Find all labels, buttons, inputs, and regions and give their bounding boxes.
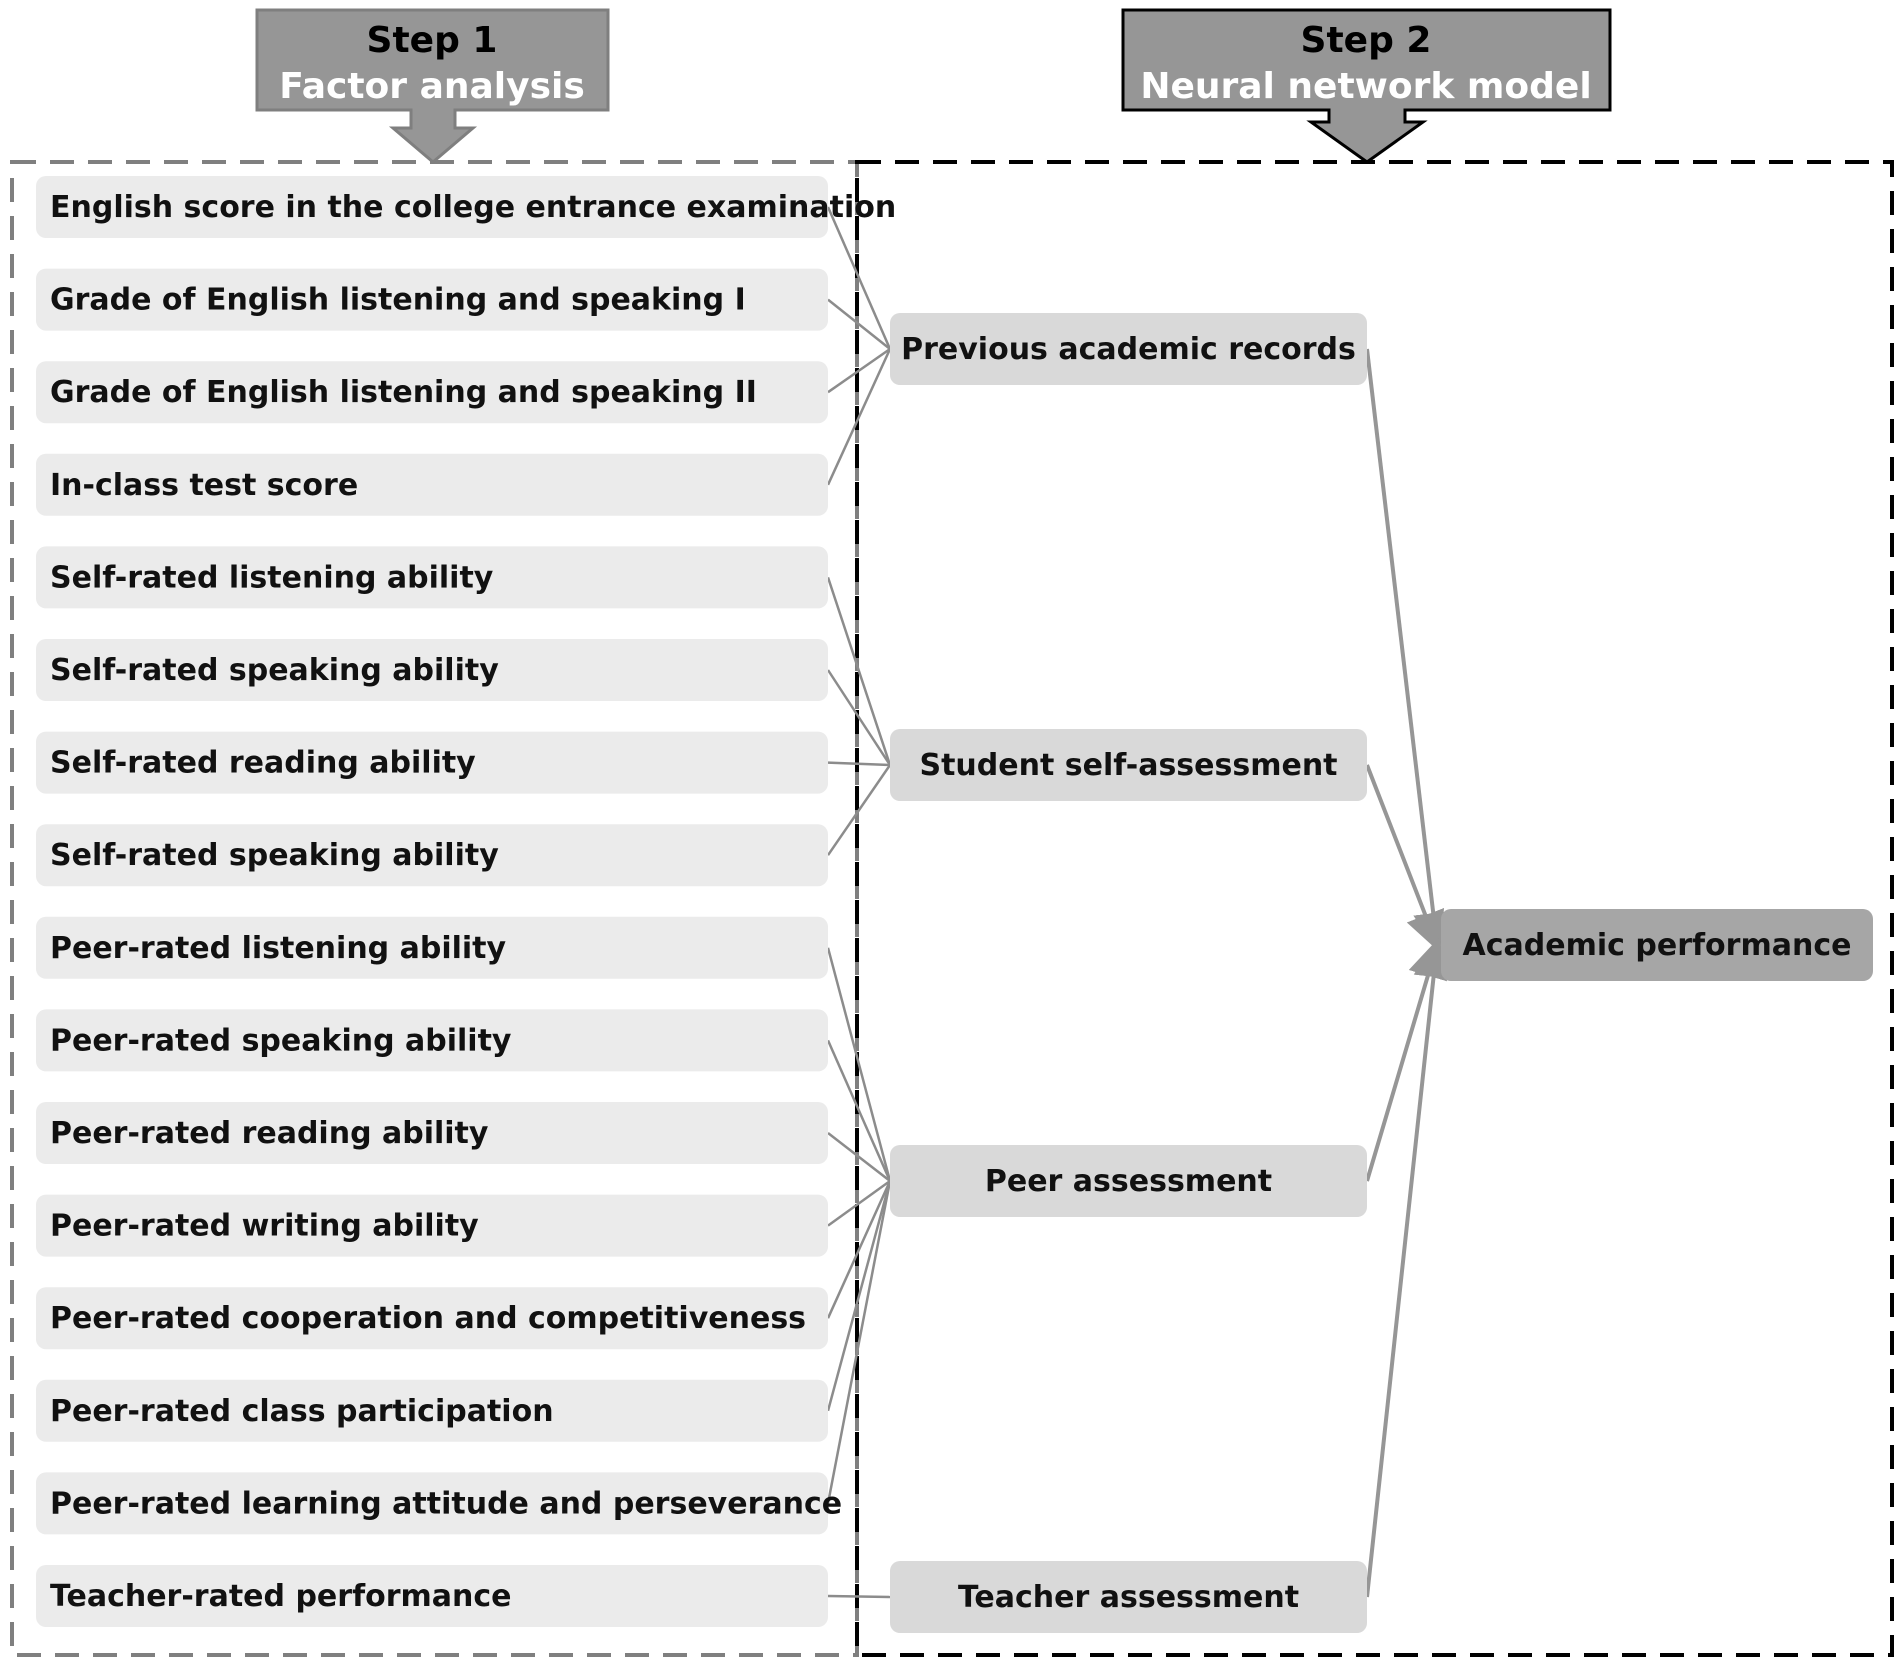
factor-label: Peer assessment <box>985 1164 1272 1199</box>
factor-box <box>890 313 1367 385</box>
indicator-item: Peer-rated class participation <box>36 1379 828 1442</box>
indicator-box <box>36 1565 828 1627</box>
indicator-factor-link <box>827 1179 891 1227</box>
indicator-item: Teacher-rated performance <box>36 1565 828 1627</box>
indicator-item: Peer-rated speaking ability <box>36 1009 828 1072</box>
indicator-label: Self-rated speaking ability <box>50 653 499 688</box>
factor-node: Peer assessment <box>890 1145 1367 1217</box>
indicator-box <box>36 361 828 424</box>
indicator-box <box>36 1009 828 1072</box>
indicator-label: Self-rated listening ability <box>50 560 494 595</box>
indicator-box <box>36 453 828 516</box>
factor-box <box>890 1145 1367 1217</box>
indicator-label: In-class test score <box>50 468 358 503</box>
indicator-box <box>36 731 828 794</box>
indicator-label: Peer-rated class participation <box>50 1394 554 1429</box>
factor-box <box>890 729 1367 801</box>
indicator-factor-link <box>826 669 892 766</box>
indicator-box <box>36 824 828 887</box>
indicator-label: Teacher-rated performance <box>50 1579 512 1614</box>
factor-output-arrow <box>1365 764 1445 953</box>
indicator-label: English score in the college entrance ex… <box>50 190 896 225</box>
indicator-item: In-class test score <box>36 453 828 516</box>
indicator-box <box>36 1379 828 1442</box>
step-1-arrow: Step 1 Factor analysis <box>255 8 610 164</box>
indicator-box <box>36 639 828 701</box>
step-2-subtitle: Neural network model <box>1140 66 1591 107</box>
indicator-label: Peer-rated learning attitude and perseve… <box>50 1486 842 1521</box>
indicator-label: Peer-rated cooperation and competitivene… <box>50 1301 806 1336</box>
indicator-factor-link <box>826 1180 892 1319</box>
factor-node: Teacher assessment <box>890 1561 1367 1633</box>
indicator-factor-link <box>827 1594 891 1599</box>
step-1-subtitle: Factor analysis <box>279 66 585 107</box>
indicator-label: Peer-rated reading ability <box>50 1116 489 1151</box>
factor-box <box>890 1561 1367 1633</box>
indicator-box <box>36 916 828 979</box>
indicator-item: English score in the college entrance ex… <box>36 176 896 238</box>
output-label: Academic performance <box>1463 928 1852 963</box>
step-2-title: Step 2 <box>1301 20 1432 61</box>
indicator-item: Peer-rated writing ability <box>36 1194 828 1257</box>
indicator-factor-link <box>826 1039 892 1182</box>
indicator-factor-link <box>826 348 892 486</box>
step-1-title: Step 1 <box>367 20 498 61</box>
output-box <box>1441 909 1873 981</box>
indicator-box <box>36 1102 828 1164</box>
indicator-item: Self-rated speaking ability <box>36 824 828 887</box>
factor-output-arrow <box>1365 348 1454 953</box>
factor-node: Previous academic records <box>890 313 1367 385</box>
factor-label: Teacher assessment <box>958 1580 1299 1615</box>
indicator-item: Grade of English listening and speaking … <box>36 268 828 331</box>
neural-network-region <box>855 160 1894 1657</box>
indicator-item: Peer-rated learning attitude and perseve… <box>36 1472 842 1535</box>
indicator-factor-link <box>827 347 891 394</box>
factor-output-arrow <box>1365 937 1448 1182</box>
indicator-factor-link <box>826 947 892 1182</box>
indicator-item: Peer-rated reading ability <box>36 1102 828 1164</box>
step-2-arrow: Step 2 Neural network model <box>1121 8 1612 164</box>
factor-label: Student self-assessment <box>919 748 1337 783</box>
factor-label: Previous academic records <box>901 332 1356 367</box>
factor-output-arrow <box>1365 937 1454 1598</box>
indicator-label: Self-rated reading ability <box>50 746 476 781</box>
indicator-box <box>36 1287 828 1350</box>
indicator-label: Peer-rated speaking ability <box>50 1023 512 1058</box>
indicator-label: Grade of English listening and speaking … <box>50 375 757 410</box>
indicator-factor-link <box>827 761 891 767</box>
step-2-arrow-shape <box>1121 8 1612 164</box>
indicator-label: Self-rated speaking ability <box>50 838 499 873</box>
indicator-box <box>36 546 828 609</box>
indicator-list: English score in the college entrance ex… <box>36 176 896 1627</box>
factor-node: Student self-assessment <box>890 729 1367 801</box>
indicator-factor-link <box>827 298 891 350</box>
indicator-item: Peer-rated cooperation and competitivene… <box>36 1287 828 1350</box>
indicator-label: Peer-rated writing ability <box>50 1209 479 1244</box>
indicator-factor-link <box>827 1132 891 1182</box>
indicator-factor-link <box>826 1180 892 1412</box>
indicator-box <box>36 268 828 331</box>
indicator-item: Grade of English listening and speaking … <box>36 361 828 424</box>
indicator-item: Peer-rated listening ability <box>36 916 828 979</box>
indicator-label: Grade of English listening and speaking … <box>50 283 746 318</box>
indicator-factor-link <box>826 206 892 350</box>
output-node: Academic performance <box>1441 909 1873 981</box>
indicator-box <box>36 1472 828 1535</box>
indicator-label: Peer-rated listening ability <box>50 931 507 966</box>
indicator-item: Self-rated speaking ability <box>36 639 828 701</box>
indicator-box <box>36 1194 828 1257</box>
indicator-factor-link <box>826 577 892 766</box>
indicator-box <box>36 176 828 238</box>
indicator-item: Self-rated listening ability <box>36 546 828 609</box>
indicator-factor-link <box>826 764 892 856</box>
indicator-factor-link <box>826 1180 892 1504</box>
step-1-arrow-shape <box>255 8 610 164</box>
connector-lines <box>826 206 1454 1599</box>
indicator-item: Self-rated reading ability <box>36 731 828 794</box>
